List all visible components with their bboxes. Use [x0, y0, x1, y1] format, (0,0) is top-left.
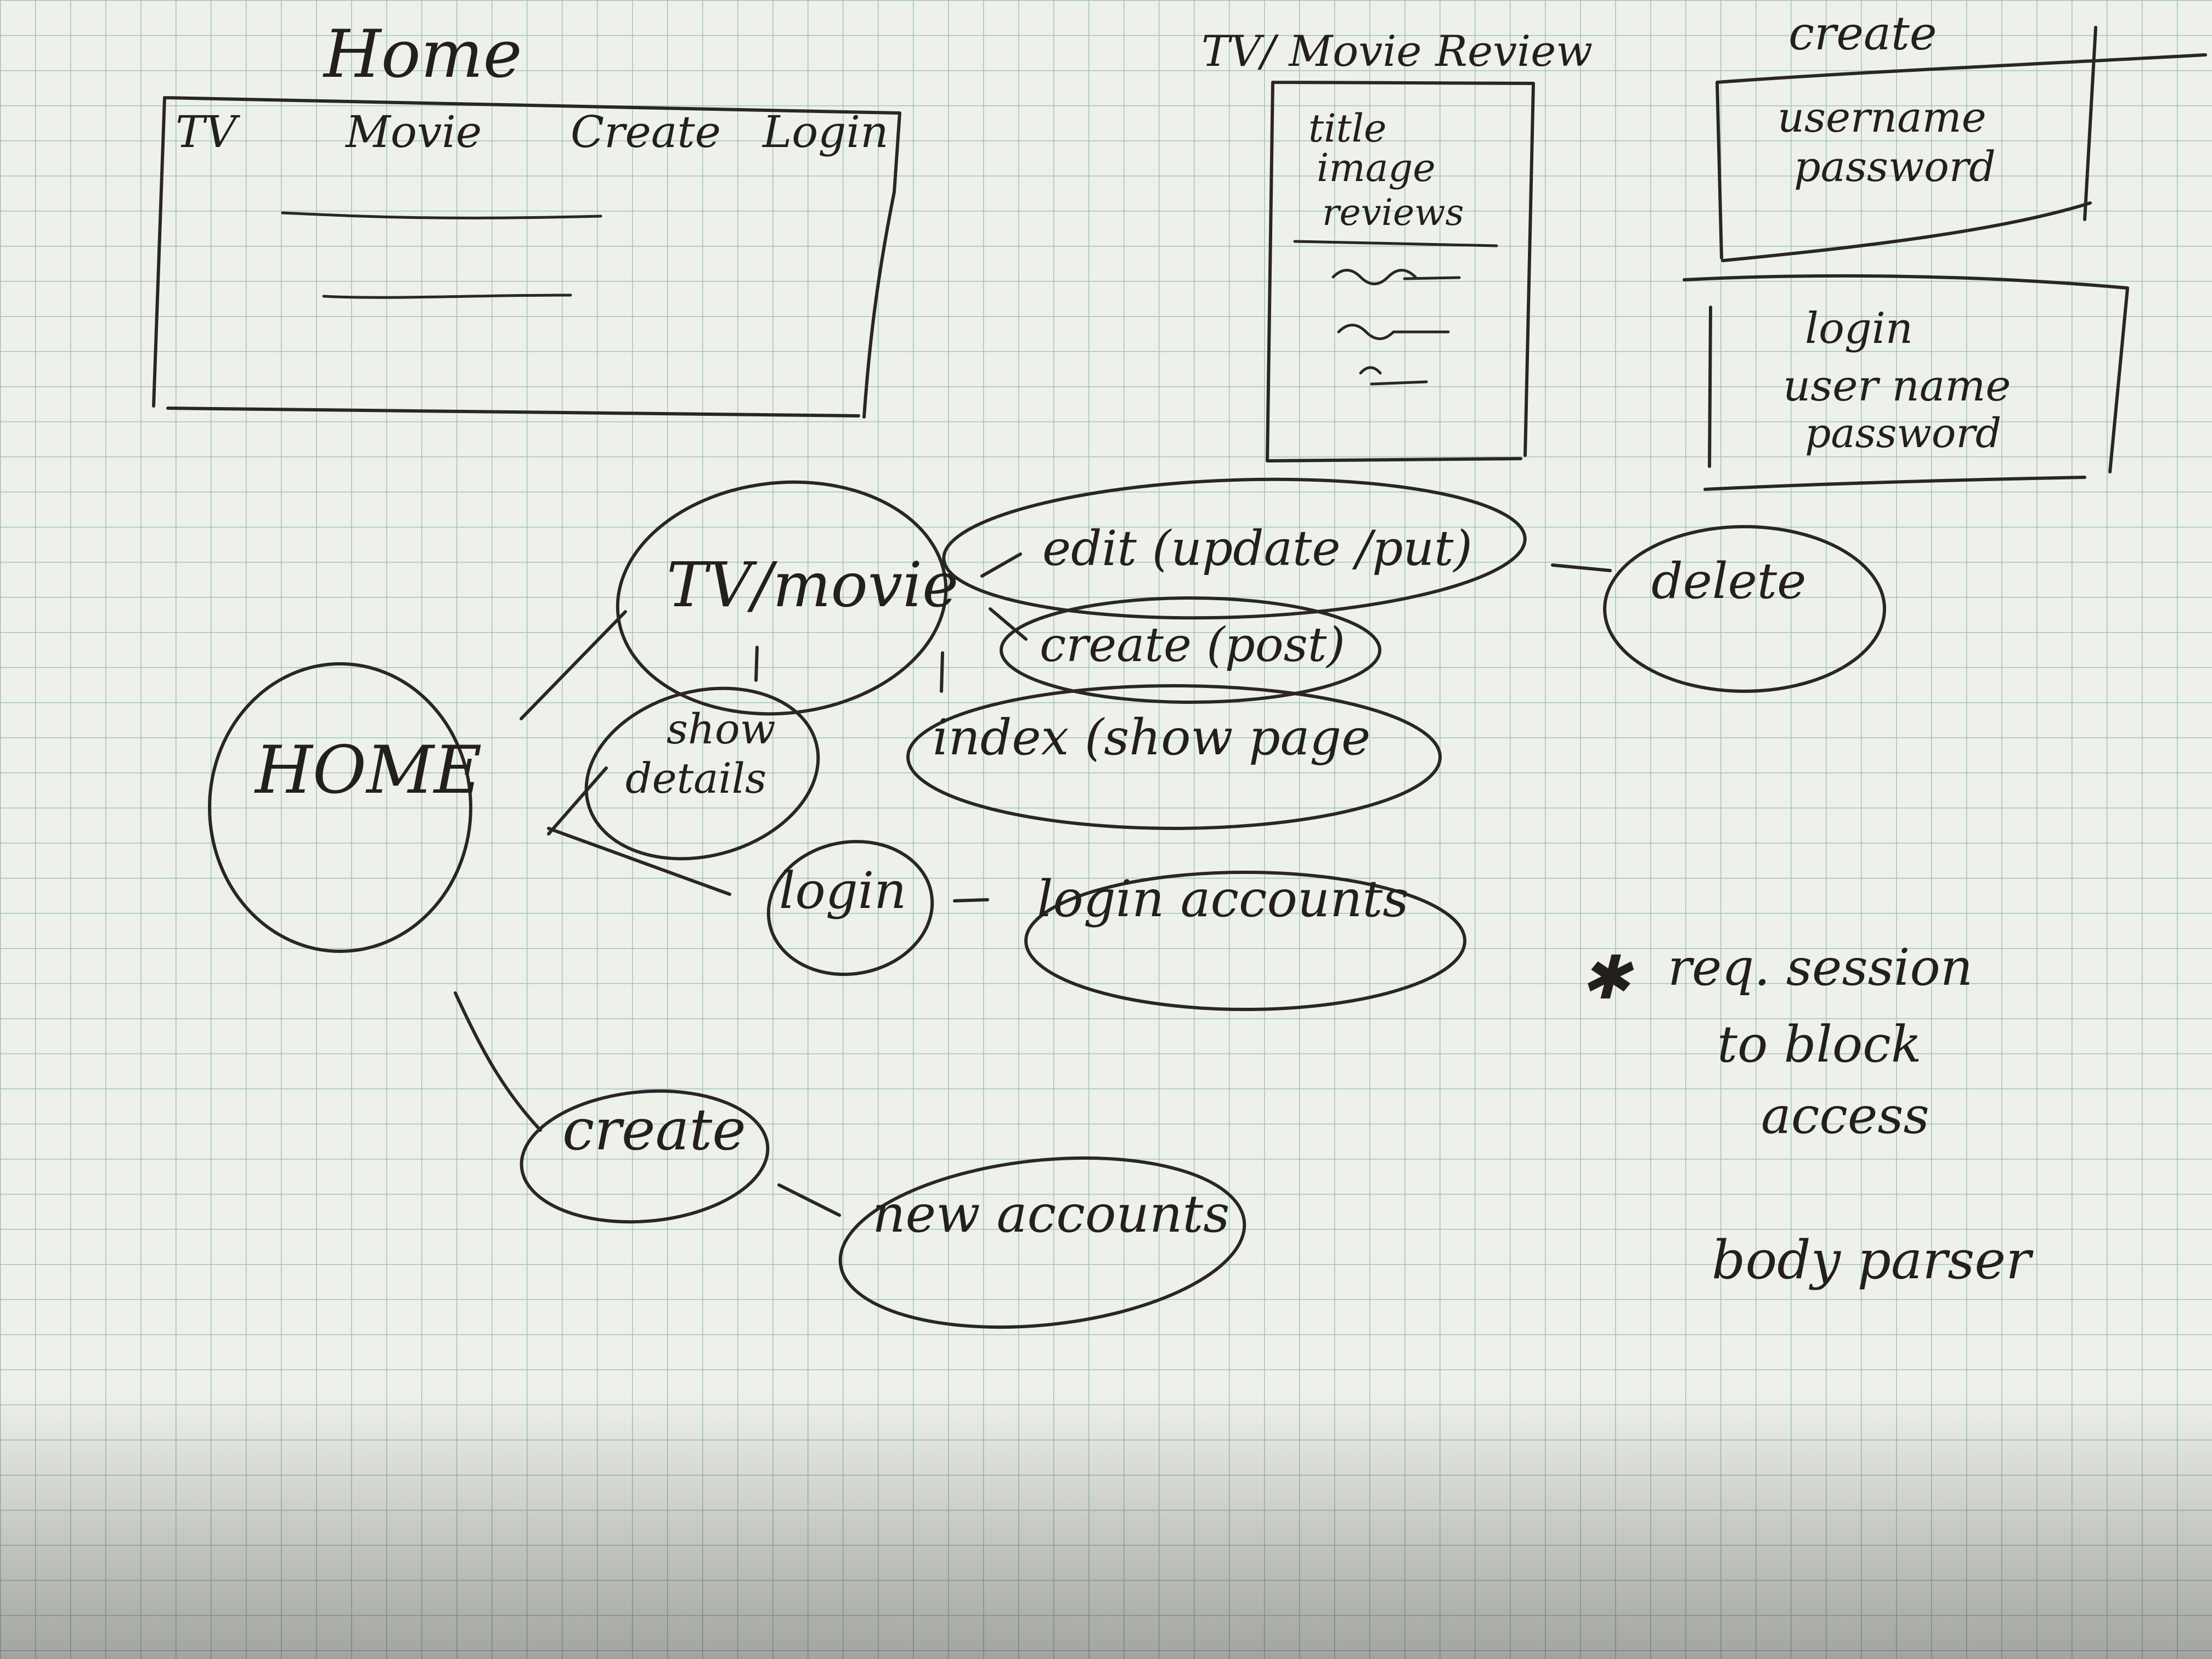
home-content-line-1 — [281, 211, 602, 219]
connector-home-create — [454, 991, 542, 1132]
create-node-label: create — [562, 1096, 746, 1163]
flow-node-tvmovie: TV/movie — [616, 480, 958, 716]
review-wireframe-title: TV/ Movie Review — [1201, 27, 1593, 76]
review-squiggle-1 — [1331, 269, 1461, 285]
session-note-line-2: to block — [1717, 1015, 1922, 1074]
home-nav-tv: TV — [176, 106, 240, 157]
newaccounts-node-label: new accounts — [872, 1184, 1230, 1244]
connector-login-loginaccounts — [953, 898, 989, 902]
connector-tvmovie-edit — [980, 552, 1022, 578]
create-field-username: username — [1778, 93, 1987, 142]
loginaccounts-node-ellipse — [1024, 871, 1466, 1011]
tvmovie-node-label: TV/movie — [667, 550, 958, 621]
flow-connectors — [454, 552, 1612, 1217]
flow-node-delete: delete — [1603, 525, 1886, 693]
photo-shadow — [0, 1393, 2212, 1659]
login-field-login: login — [1805, 304, 1913, 353]
delete-node-ellipse — [1603, 525, 1886, 693]
newaccounts-node-ellipse — [838, 1156, 1246, 1329]
login-field-username: user name — [1783, 362, 2011, 411]
delete-node-label: delete — [1651, 552, 1806, 610]
showdetails-node-label-1: show — [667, 704, 776, 753]
flow-node-home: HOME — [208, 662, 482, 953]
connector-create-newaccounts — [777, 1183, 841, 1217]
login-node-label: login — [779, 861, 906, 920]
flow-node-edit: edit (update /put) — [942, 477, 1527, 620]
connector-home-tvmovie — [520, 610, 627, 720]
connector-tvmovie-showdetails — [754, 646, 759, 682]
login-field-password: password — [1805, 410, 2001, 457]
review-field-title: title — [1308, 106, 1386, 151]
home-wireframe-title: Home — [323, 16, 522, 93]
flow-node-create: create — [520, 1089, 770, 1224]
home-node-label: HOME — [254, 732, 482, 809]
createpost-node-ellipse — [1000, 596, 1381, 704]
review-squiggle-3 — [1359, 366, 1428, 386]
home-nav-create: Create — [571, 106, 721, 157]
create-wireframe: create username password — [1716, 7, 2207, 262]
flow-node-loginaccounts: login accounts — [1024, 870, 1466, 1011]
create-wireframe-title: create — [1788, 7, 1937, 60]
flow-node-login: login — [766, 839, 934, 977]
review-squiggle-2 — [1337, 324, 1450, 340]
body-parser-note: body parser — [1712, 1229, 2034, 1291]
home-node-circle — [208, 662, 472, 953]
flow-node-showdetails: show details — [584, 686, 820, 861]
connector-edit-delete — [1551, 563, 1612, 572]
connector-home-login — [547, 827, 731, 896]
create-field-password: password — [1794, 142, 1996, 191]
create-wireframe-box — [1716, 26, 2207, 262]
login-wireframe-box — [1683, 274, 2129, 491]
review-field-reviews: reviews — [1322, 191, 1464, 234]
create-node-ellipse — [520, 1089, 770, 1224]
index-node-label: index (show page — [933, 709, 1370, 766]
showdetails-node-ellipse — [584, 686, 820, 861]
review-wireframe: TV/ Movie Review title image reviews — [1201, 27, 1593, 462]
index-node-ellipse — [906, 684, 1442, 830]
home-wireframe-box — [152, 96, 901, 419]
home-wireframe: Home TV Movie Create Login — [152, 16, 901, 419]
session-note-line-3: access — [1761, 1086, 1929, 1145]
connector-tvmovie-createpost — [989, 607, 1028, 641]
flow-node-index: index (show page — [906, 684, 1442, 830]
tvmovie-node-ellipse — [616, 480, 948, 716]
session-note: ✱ req. session to block access — [1580, 938, 1973, 1145]
home-nav-login: Login — [761, 106, 889, 157]
createpost-node-label: create (post) — [1040, 618, 1345, 673]
home-content-line-2 — [322, 294, 572, 299]
showdetails-node-label-2: details — [625, 754, 766, 803]
flow-node-newaccounts: new accounts — [838, 1156, 1246, 1329]
review-divider — [1293, 240, 1498, 247]
edit-node-ellipse — [942, 477, 1527, 620]
login-node-ellipse — [766, 839, 934, 977]
login-wireframe: login user name password — [1683, 274, 2129, 491]
connector-home-showdetails — [547, 766, 608, 836]
flow-node-createpost: create (post) — [1000, 596, 1381, 704]
connector-tvmovie-index — [940, 651, 944, 693]
edit-node-label: edit (update /put) — [1042, 520, 1472, 577]
loginaccounts-node-label: login accounts — [1037, 870, 1409, 928]
review-wireframe-box — [1266, 81, 1535, 462]
session-note-line-1: req. session — [1668, 938, 1973, 997]
review-field-image: image — [1317, 145, 1436, 190]
star-icon: ✱ — [1580, 943, 1634, 1013]
home-nav-movie: Movie — [345, 106, 482, 157]
